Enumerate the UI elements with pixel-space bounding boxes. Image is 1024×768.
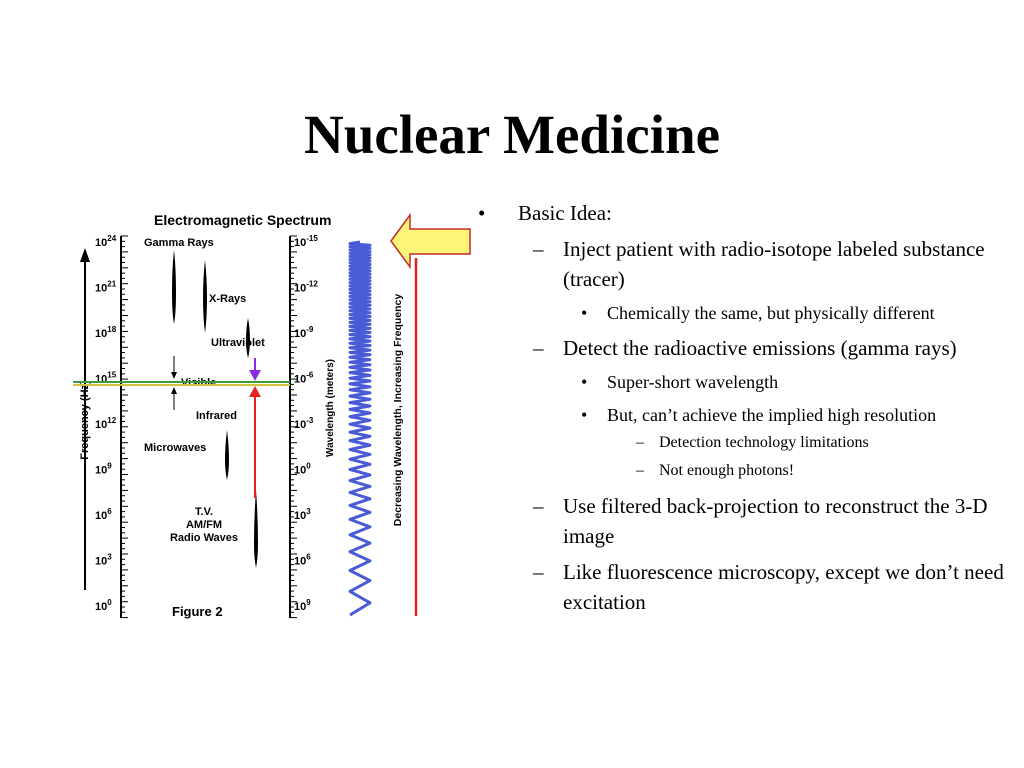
tick-label: 103 xyxy=(294,507,311,522)
bullet-marker: • xyxy=(581,372,588,392)
wavelength-axis-label: Wavelength (meters) xyxy=(325,359,336,457)
tick-label: 106 xyxy=(95,507,112,522)
bullet-marker: • xyxy=(581,405,588,425)
band-xray-label: X-Rays xyxy=(209,293,246,305)
band-uv-label: Ultraviolet xyxy=(211,337,265,349)
bullet-chemically-same: • Chemically the same, but physically di… xyxy=(478,300,1014,327)
bullet-not-enough-photons: – Not enough photons! xyxy=(478,457,1014,485)
tick-label: 1015 xyxy=(95,371,117,386)
dash-marker: – xyxy=(636,462,644,479)
frequency-axis-label: Frequency (Hz) xyxy=(79,380,91,460)
dash-marker: – xyxy=(533,237,544,261)
bullet-fluorescence: – Like fluorescence microscopy, except w… xyxy=(478,557,1014,617)
band-gamma-label: Gamma Rays xyxy=(144,237,214,249)
band-radio-label: Radio Waves xyxy=(170,532,238,544)
bullet-list: • Basic Idea: – Inject patient with radi… xyxy=(478,198,1014,617)
bullet-marker: • xyxy=(478,201,486,225)
dash-marker: – xyxy=(533,336,544,360)
band-amfm-label: AM/FM xyxy=(186,519,222,531)
tick-label: 10-6 xyxy=(294,371,314,386)
band-extent-marks xyxy=(172,250,258,568)
bullet-super-short: • Super-short wavelength xyxy=(478,369,1014,396)
frequency-ruler xyxy=(120,235,128,619)
pointer-arrow xyxy=(390,212,471,270)
bullet-detect-emissions: – Detect the radioactive emissions (gamm… xyxy=(478,333,1014,363)
tick-label: 10-15 xyxy=(294,234,318,249)
tick-label: 100 xyxy=(95,598,112,613)
frequency-tick-labels: 1024 1021 1018 1015 1012 109 106 103 100 xyxy=(95,234,117,613)
tick-label: 10-9 xyxy=(294,325,314,340)
electromagnetic-spectrum-figure: Electromagnetic Spectrum Frequency (Hz) … xyxy=(73,212,471,619)
wavelength-wave xyxy=(348,240,372,617)
slide-title: Nuclear Medicine xyxy=(304,104,720,165)
band-ir-label: Infrared xyxy=(196,410,237,422)
band-tv-label: T.V. xyxy=(195,506,213,518)
tick-label: 109 xyxy=(95,462,112,477)
bullet-inject-patient: – Inject patient with radio-isotope labe… xyxy=(478,234,1014,294)
dash-marker: – xyxy=(533,560,544,584)
wavelength-ruler xyxy=(289,235,297,619)
frequency-axis-arrow xyxy=(80,248,90,590)
band-micro-label: Microwaves xyxy=(144,442,206,454)
bullet-back-projection: – Use filtered back-projection to recons… xyxy=(478,491,1014,551)
tick-label: 1021 xyxy=(95,280,117,295)
tick-label: 1012 xyxy=(95,416,117,431)
wavelength-tick-labels: 10-15 10-12 10-9 10-6 10-3 100 103 106 109 xyxy=(294,234,318,613)
bullet-detection-tech: – Detection technology limitations xyxy=(478,429,1014,457)
bullet-cant-achieve: • But, can’t achieve the implied high re… xyxy=(478,402,1014,429)
tick-label: 1024 xyxy=(95,234,117,249)
tick-label: 10-12 xyxy=(294,280,318,295)
figure-caption: Figure 2 xyxy=(172,604,223,619)
tick-label: 100 xyxy=(294,462,311,477)
figure-heading: Electromagnetic Spectrum xyxy=(154,212,331,228)
uv-arrow xyxy=(249,358,261,381)
bullet-basic-idea: • Basic Idea: xyxy=(478,198,1014,228)
tick-label: 103 xyxy=(95,553,112,568)
tick-label: 10-3 xyxy=(294,416,314,431)
bullet-marker: • xyxy=(581,303,588,323)
dash-marker: – xyxy=(636,434,644,451)
tick-label: 109 xyxy=(294,598,311,613)
visible-band xyxy=(73,356,290,410)
tick-label: 1018 xyxy=(95,325,117,340)
wave-direction-label: Decreasing Wavelength, Increasing Freque… xyxy=(392,294,404,527)
tick-label: 106 xyxy=(294,553,311,568)
dash-marker: – xyxy=(533,494,544,518)
ir-arrow xyxy=(249,386,261,498)
